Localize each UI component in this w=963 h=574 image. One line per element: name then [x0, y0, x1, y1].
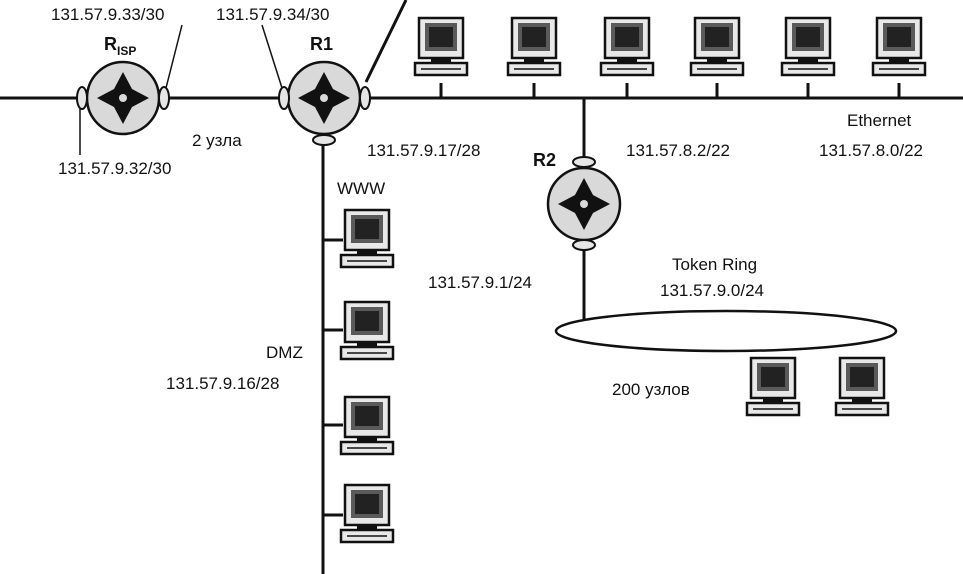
dmz-hosts — [323, 208, 395, 544]
ethernet-name-label: Ethernet — [847, 111, 912, 130]
dmz-host — [323, 300, 395, 361]
router-r2 — [546, 156, 622, 251]
dmz-host — [323, 395, 395, 456]
ethernet-host — [780, 16, 836, 98]
token-ring-host — [834, 356, 890, 417]
token-ring-name-label: Token Ring — [672, 255, 757, 274]
ethernet-host — [689, 16, 745, 98]
ethernet-hosts — [413, 16, 927, 98]
interface-r1-bottom-label: 131.57.9.17/28 — [367, 141, 480, 160]
dmz-host-www — [323, 208, 395, 269]
router-risp-label: RISP — [104, 34, 136, 58]
token-ring-addr-label: 131.57.9.0/24 — [660, 281, 764, 300]
ethernet-host — [871, 16, 927, 98]
ethernet-host — [506, 16, 562, 98]
ethernet-host — [599, 16, 655, 98]
token-ring — [554, 309, 898, 353]
www-label: WWW — [337, 179, 385, 198]
interface-r2-bottom-label: 131.57.9.1/24 — [428, 273, 532, 292]
interface-risp-left-label: 131.57.9.32/30 — [58, 159, 171, 178]
router-r1 — [278, 60, 371, 146]
router-r2-label: R2 — [533, 150, 556, 170]
token-ring-host — [745, 356, 801, 417]
r1-uplink-line — [364, 0, 408, 83]
router-r1-label: R1 — [310, 34, 333, 54]
isp-link-hosts-label: 2 узла — [192, 131, 242, 150]
ethernet-addr-label: 131.57.8.0/22 — [819, 141, 923, 160]
leader-risp-right — [165, 24, 183, 89]
token-ring-hosts — [745, 356, 890, 417]
interface-r2-top-label: 131.57.8.2/22 — [626, 141, 730, 160]
dmz-host — [323, 483, 395, 544]
dmz-addr-label: 131.57.9.16/28 — [166, 374, 279, 393]
router-risp — [76, 60, 170, 136]
token-ring-hosts-label: 200 узлов — [612, 380, 690, 399]
interface-risp-right-label: 131.57.9.33/30 — [51, 5, 164, 24]
interface-r1-left-label: 131.57.9.34/30 — [216, 5, 329, 24]
dmz-name-label: DMZ — [266, 343, 303, 362]
ethernet-host — [413, 16, 469, 98]
leader-r1-left — [261, 24, 283, 89]
